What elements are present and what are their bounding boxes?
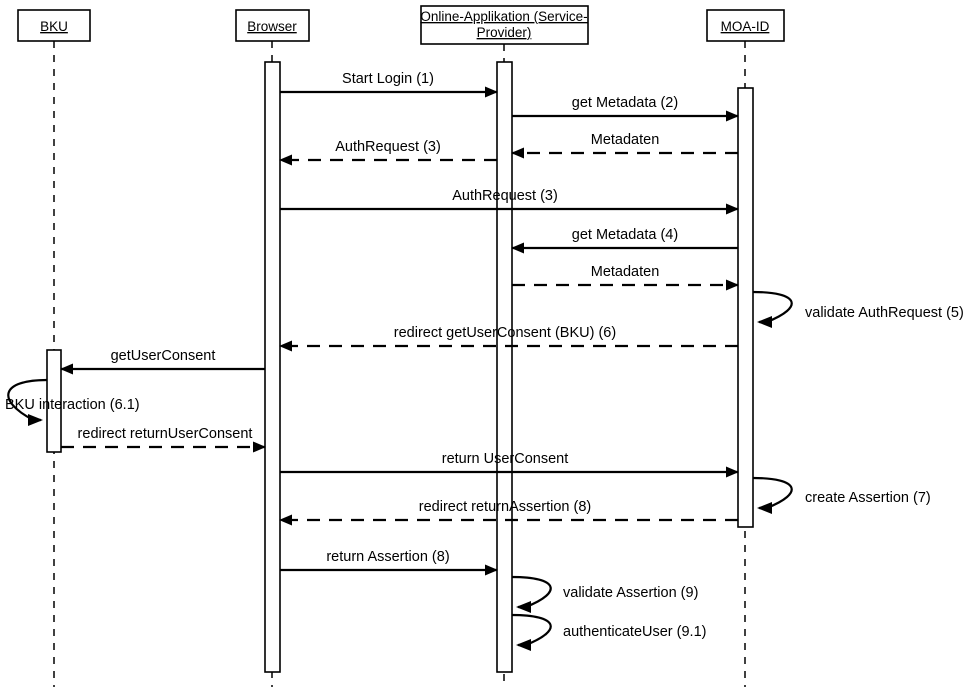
message-2[interactable]: get Metadata (2) bbox=[512, 95, 739, 122]
self-message-label-2: BKU interaction (6.1) bbox=[5, 397, 140, 413]
message-label-7: Metadaten bbox=[591, 264, 660, 280]
message-9[interactable]: getUserConsent bbox=[60, 348, 265, 375]
message-11[interactable]: return UserConsent bbox=[280, 451, 739, 478]
self-message-arrow-1[interactable] bbox=[752, 290, 793, 328]
lifeline-label-moaid: MOA-ID bbox=[721, 19, 770, 34]
lifeline-bku: BKU bbox=[17, 9, 91, 687]
message-label-13: return Assertion (8) bbox=[326, 549, 449, 565]
self-messages-layer: validate AuthRequest (5) BKU interaction … bbox=[5, 290, 964, 651]
self-message-5[interactable]: authenticateUser (9.1) bbox=[511, 613, 706, 651]
message-label-2: get Metadata (2) bbox=[572, 95, 678, 111]
self-message-arrow-4[interactable] bbox=[511, 575, 552, 613]
message-7[interactable]: Metadaten bbox=[512, 264, 739, 291]
message-label-10: redirect returnUserConsent bbox=[78, 426, 253, 442]
message-1[interactable]: Start Login (1) bbox=[280, 71, 498, 98]
self-message-2[interactable]: BKU interaction (6.1) bbox=[5, 378, 140, 426]
self-message-arrow-3[interactable] bbox=[752, 476, 793, 514]
self-message-label-5: authenticateUser (9.1) bbox=[563, 624, 706, 640]
self-message-3[interactable]: create Assertion (7) bbox=[752, 476, 931, 514]
self-message-label-4: validate Assertion (9) bbox=[563, 585, 698, 601]
self-message-arrow-2[interactable] bbox=[7, 378, 48, 426]
self-message-1[interactable]: validate AuthRequest (5) bbox=[752, 290, 964, 328]
lifeline-moaid: MOA-ID bbox=[706, 9, 785, 687]
activation-bar-oa bbox=[496, 61, 513, 673]
lifeline-head-box-browser[interactable] bbox=[235, 9, 310, 42]
message-label-12: redirect returnAssertion (8) bbox=[419, 499, 591, 515]
message-5[interactable]: AuthRequest (3) bbox=[280, 188, 739, 215]
lifeline-head-box-oa[interactable] bbox=[420, 5, 589, 45]
message-8[interactable]: redirect getUserConsent (BKU) (6) bbox=[279, 325, 738, 352]
message-13[interactable]: return Assertion (8) bbox=[280, 549, 498, 576]
lifeline-label-oa: Online-Applikation (Service- bbox=[420, 9, 587, 24]
message-6[interactable]: get Metadata (4) bbox=[511, 227, 738, 254]
message-3[interactable]: Metadaten bbox=[511, 132, 738, 159]
message-10[interactable]: redirect returnUserConsent bbox=[61, 426, 266, 453]
message-label-3: Metadaten bbox=[591, 132, 660, 148]
lifeline-head-box-bku[interactable] bbox=[17, 9, 91, 42]
activation-bar-browser bbox=[264, 61, 281, 673]
message-label-11: return UserConsent bbox=[442, 451, 569, 467]
self-message-label-1: validate AuthRequest (5) bbox=[805, 305, 964, 321]
activation-bar-moaid bbox=[737, 87, 754, 528]
message-12[interactable]: redirect returnAssertion (8) bbox=[279, 499, 738, 526]
message-label-5: AuthRequest (3) bbox=[452, 188, 558, 204]
lifeline-browser: Browser bbox=[235, 9, 310, 687]
message-label-6: get Metadata (4) bbox=[572, 227, 678, 243]
message-label-1: Start Login (1) bbox=[342, 71, 434, 87]
lifeline-label-browser: Browser bbox=[247, 19, 297, 34]
message-label-4: AuthRequest (3) bbox=[335, 139, 441, 155]
self-message-arrow-5[interactable] bbox=[511, 613, 552, 651]
activation-bar-bku bbox=[46, 349, 62, 453]
message-4[interactable]: AuthRequest (3) bbox=[279, 139, 497, 166]
messages-layer: Start Login (1) get Metadata (2) Metadaten… bbox=[60, 71, 739, 576]
self-message-label-3: create Assertion (7) bbox=[805, 490, 931, 506]
self-message-4[interactable]: validate Assertion (9) bbox=[511, 575, 698, 613]
lifeline-head-box-moaid[interactable] bbox=[706, 9, 785, 42]
lifeline-label-bku: BKU bbox=[40, 19, 68, 34]
message-label-9: getUserConsent bbox=[111, 348, 216, 364]
message-label-8: redirect getUserConsent (BKU) (6) bbox=[394, 325, 616, 341]
lifeline-label-oa-line2: Provider) bbox=[477, 25, 532, 40]
lifelines-layer: BKU Browser Online-Applikation (Service-Pr… bbox=[17, 5, 785, 687]
